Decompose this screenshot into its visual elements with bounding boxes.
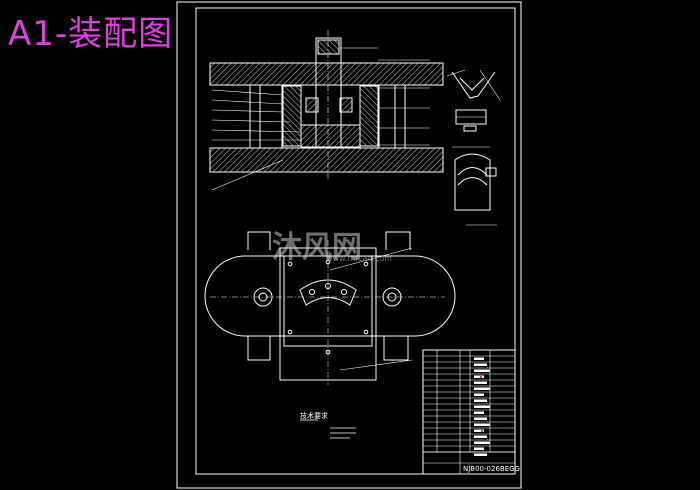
- watermark-url: www.mfcad.com: [326, 254, 393, 263]
- parts-list-text-stub: [474, 381, 487, 384]
- image-title: A1-装配图: [8, 14, 174, 54]
- parts-list-text-stub: [474, 411, 484, 414]
- parts-list-text-stub: [474, 363, 487, 366]
- parts-list-text-stub: [474, 423, 490, 426]
- parts-list-text-stub: [474, 447, 484, 450]
- parts-list-text-stub: [474, 393, 484, 396]
- parts-list-text-stub: [474, 417, 487, 420]
- section-view: [209, 30, 444, 191]
- watermark: 沐风网: [272, 230, 362, 265]
- technical-notes: [300, 419, 356, 439]
- sheet-border: [176, 1, 522, 489]
- parts-list-text-stub: [474, 375, 484, 378]
- notes-heading: 技术要求: [300, 412, 328, 420]
- drawing-number: NJB00-026BEGG: [463, 465, 520, 473]
- parts-list-text-stub: [474, 399, 487, 402]
- parts-list-text-stub: [474, 357, 484, 360]
- part-detail-view: [446, 69, 501, 132]
- parts-list-text-stub: [474, 429, 484, 432]
- parts-list-text-stub: [474, 435, 487, 438]
- arc-part-view: [452, 146, 497, 226]
- parts-list-text-stub: [474, 453, 487, 456]
- parts-list-text-stub: [474, 387, 490, 390]
- parts-list-text-stub: [474, 405, 490, 408]
- parts-list-rows: [423, 355, 515, 456]
- parts-list-text-stub: [474, 369, 490, 372]
- plan-view: [204, 231, 456, 385]
- parts-list-text-stub: [474, 441, 490, 444]
- title-block: [422, 349, 516, 475]
- drawing-frame: [195, 7, 516, 475]
